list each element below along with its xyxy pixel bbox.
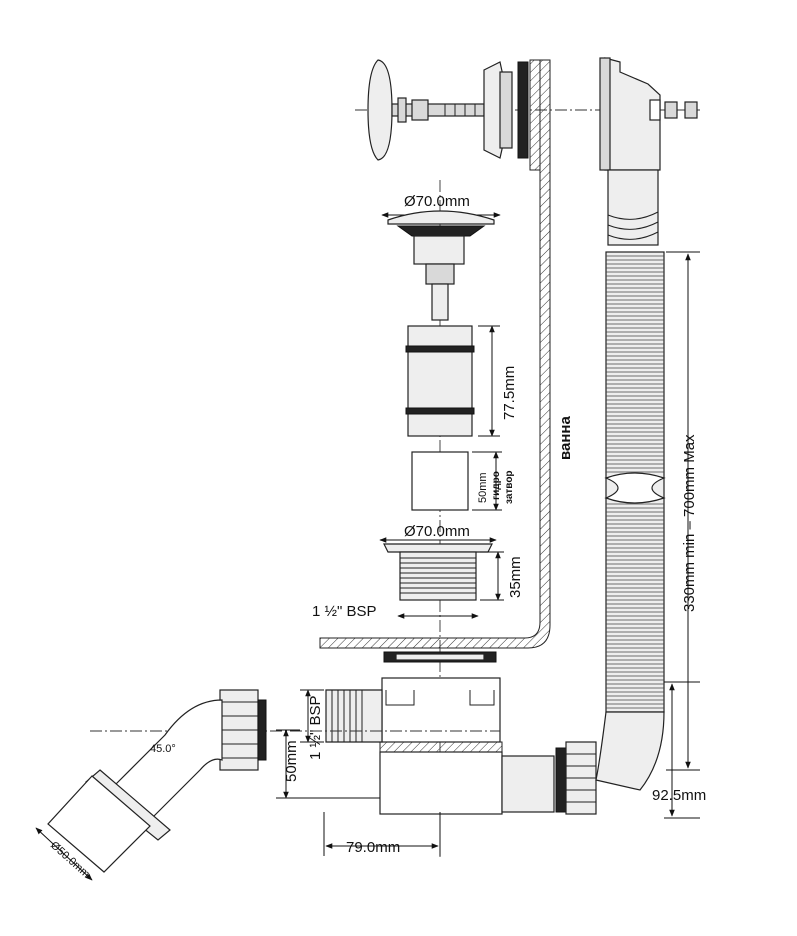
- drain-plug: Ø70.0mm: [381, 180, 501, 860]
- waste-body-lower: [379, 751, 503, 815]
- plug-stem-housing: [413, 235, 465, 265]
- bath-wall-top: [529, 59, 541, 171]
- cap-diameter-label: Ø70.0mm: [404, 193, 470, 210]
- outlet-pipe: [47, 775, 151, 873]
- outlet-offset-label: 79.0mm: [346, 839, 400, 856]
- height-77-label: 77.5mm: [501, 366, 518, 420]
- plug-stem: [425, 263, 455, 285]
- plug-rod: [431, 283, 449, 321]
- overflow-body-flange: [599, 57, 611, 171]
- riser-body: [407, 325, 473, 437]
- flange-thread-lines: [400, 557, 476, 594]
- flange-diameter-label: Ø70.0mm: [404, 523, 470, 540]
- waste-body-upper: [381, 677, 501, 743]
- overflow-nut-2: [411, 99, 429, 121]
- flange-thread: [399, 551, 477, 601]
- bath-wall: [319, 59, 551, 649]
- flex-hose-break: [604, 472, 666, 504]
- overflow-nut-1: [397, 97, 407, 123]
- drain-flange: Ø70.0mm 35mm 1 ½" BSP: [312, 523, 524, 663]
- plug-cap: [387, 210, 495, 225]
- waste-side-thread: [325, 689, 383, 743]
- riser-pipe: 77.5mm: [405, 325, 518, 437]
- under-bath-gasket-inner: [395, 653, 485, 661]
- water-seal-tube: 50mm гидро затвор: [411, 451, 515, 511]
- waste-body: 1 ½" BSP 50mm 79.0mm: [90, 677, 597, 856]
- bath-shell: ванна: [319, 59, 574, 649]
- water-seal-label-1: гидро: [491, 471, 502, 500]
- waste-mid-band: [379, 741, 503, 753]
- thread-side-label: 1 ½" BSP: [307, 695, 324, 760]
- height-35-label: 35mm: [507, 556, 524, 598]
- riser-oring-1: [405, 345, 475, 353]
- overflow-cap: [367, 59, 393, 161]
- flex-hose-corrugations: [606, 255, 664, 709]
- height-50-side-label: 50mm: [283, 740, 300, 782]
- water-seal-label-2: затвор: [504, 470, 515, 504]
- flexible-hose: 330mm min – 700mm Max 92.5mm: [595, 251, 706, 819]
- angle-label: 45.0°: [150, 743, 176, 755]
- overflow-tube: [607, 169, 659, 246]
- hose-length-label: 330mm min – 700mm Max: [681, 434, 698, 612]
- bath-label: ванна: [557, 416, 574, 460]
- water-seal-body: [411, 451, 469, 511]
- plug-seal: [396, 225, 486, 237]
- hose-offset-label: 92.5mm: [652, 787, 706, 804]
- side-thread-lines: [331, 690, 363, 742]
- waste-hose-outlet: [501, 755, 555, 813]
- flange-top: [383, 543, 493, 553]
- riser-oring-2: [405, 407, 475, 415]
- overflow-nut-4: [684, 101, 698, 119]
- overflow-gasket-2: [517, 61, 529, 159]
- overflow-nut-3: [664, 101, 678, 119]
- thread-main-label: 1 ½" BSP: [312, 603, 377, 620]
- flex-hose-bend: [595, 711, 665, 791]
- outlet-gasket: [257, 699, 267, 761]
- overflow-gasket-1: [499, 71, 513, 149]
- overflow-washer: [649, 99, 661, 121]
- height-50-label: 50mm: [477, 472, 489, 503]
- angled-outlet: 45.0° Ø50.0mm: [35, 689, 267, 881]
